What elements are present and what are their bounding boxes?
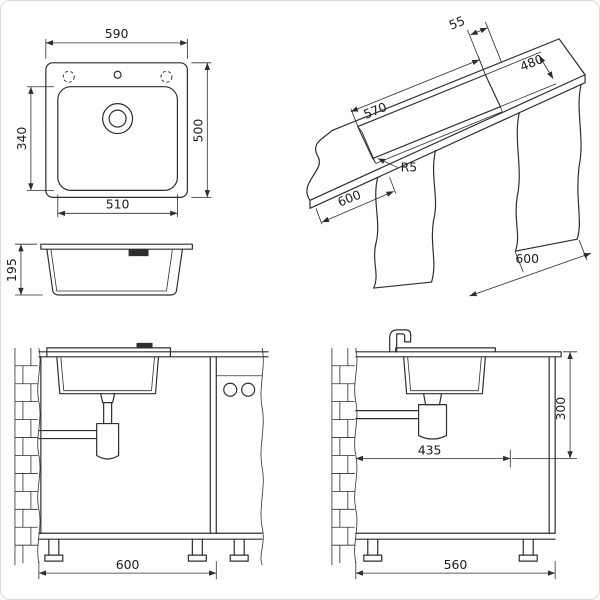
leg-foot-2 bbox=[187, 554, 207, 562]
ext-lines-480 bbox=[485, 51, 557, 108]
tap-hole bbox=[113, 70, 122, 79]
cutout-inner-edges bbox=[357, 106, 503, 164]
dim-600-right-label: 600 bbox=[515, 251, 539, 266]
sink-rim-side bbox=[395, 347, 496, 353]
dim-435-label: 435 bbox=[418, 442, 442, 457]
vent-hole-2 bbox=[241, 382, 256, 397]
break-line-3 bbox=[514, 112, 520, 252]
cutout-iso-view: 570 55 480 R5 600 600 bbox=[306, 13, 592, 297]
wall-break-edge bbox=[37, 347, 41, 564]
cabinet-legs-side bbox=[367, 538, 534, 556]
faucet bbox=[389, 329, 412, 353]
front-install-view: 600 bbox=[14, 342, 269, 580]
drain-side bbox=[422, 393, 443, 406]
bowl-inner-front bbox=[60, 356, 155, 392]
dim-line-600-left bbox=[321, 190, 394, 223]
cabinet-base-side bbox=[355, 532, 556, 540]
brick-courses bbox=[331, 365, 355, 546]
ext-lines-195 bbox=[14, 243, 43, 296]
dim-340-label: 340 bbox=[14, 127, 29, 151]
ext-lines-600-left bbox=[315, 177, 397, 225]
cabinet-base-front bbox=[38, 532, 263, 540]
ext-lines-55 bbox=[467, 21, 502, 75]
drain-outer bbox=[102, 103, 134, 135]
leg-foot-3 bbox=[229, 554, 249, 562]
bowl-outer-side bbox=[403, 356, 486, 395]
dim-510-label: 510 bbox=[106, 196, 130, 211]
dim-line-600-right bbox=[469, 252, 592, 297]
dim-480-label: 480 bbox=[518, 51, 546, 74]
overflow-box bbox=[128, 249, 149, 257]
break-line-1 bbox=[373, 176, 379, 289]
dim-590-label: 590 bbox=[105, 26, 129, 41]
cabinet-sides-front bbox=[40, 356, 217, 534]
vent-hole-1 bbox=[223, 382, 238, 397]
dim-300-label: 300 bbox=[553, 397, 568, 421]
ext-lines-590 bbox=[45, 38, 188, 59]
tap-hole-cover bbox=[136, 342, 153, 348]
cabinet-legs-front bbox=[48, 538, 245, 556]
leg-foot-5 bbox=[518, 554, 538, 562]
countertop-front bbox=[38, 351, 269, 358]
waste-pipe-side bbox=[355, 410, 420, 420]
optional-hole-left bbox=[62, 70, 75, 83]
sink-outline bbox=[45, 62, 188, 198]
brick-courses bbox=[14, 365, 38, 546]
bottle-trap-front bbox=[96, 422, 120, 460]
dim-500-label: 500 bbox=[190, 119, 205, 143]
sink-rim bbox=[40, 243, 193, 250]
brick-joints bbox=[22, 347, 32, 564]
countertop-thickness bbox=[309, 74, 586, 209]
bowl-inner-wall bbox=[50, 249, 173, 292]
cabinet-bottom-right bbox=[514, 238, 578, 252]
dim-55-label: 55 bbox=[447, 13, 467, 33]
bowl-outer-wall bbox=[46, 248, 183, 296]
ext-lines-560 bbox=[355, 561, 556, 580]
wall-break-edge bbox=[354, 347, 358, 564]
dim-line-570 bbox=[350, 59, 480, 112]
waste-pipe-front bbox=[38, 429, 98, 440]
drain-inner bbox=[108, 109, 127, 128]
brick-wall-front bbox=[14, 347, 41, 566]
dim-560-label: 560 bbox=[444, 557, 468, 572]
cabinet-side-panel bbox=[548, 356, 556, 534]
dim-line-55 bbox=[470, 27, 488, 36]
dim-195-label: 195 bbox=[4, 258, 19, 282]
dim-570-label: 570 bbox=[361, 99, 389, 122]
brick-joints bbox=[339, 347, 349, 564]
bowl-outer-front bbox=[56, 356, 160, 395]
break-line-2 bbox=[430, 149, 437, 283]
dim-r5-label: R5 bbox=[401, 159, 418, 174]
radius-leader bbox=[377, 158, 398, 168]
dim-line-480 bbox=[538, 55, 554, 79]
brick-wall-side bbox=[331, 347, 358, 566]
break-line-4 bbox=[576, 84, 582, 240]
countertop-side bbox=[355, 351, 562, 358]
ext-lines-600-front bbox=[38, 561, 217, 580]
drain-tailpiece-front bbox=[100, 393, 116, 425]
cabinet-break-edge bbox=[260, 347, 264, 566]
optional-hole-right bbox=[160, 70, 173, 83]
top-view: 590 500 340 510 bbox=[14, 26, 212, 218]
section-view: 195 bbox=[4, 243, 193, 296]
cabinet-bottom-left bbox=[373, 281, 433, 289]
bottle-trap-side bbox=[418, 404, 448, 440]
leg-foot-4 bbox=[363, 554, 383, 562]
sink-bowl bbox=[57, 86, 179, 191]
bowl-inner-side bbox=[407, 356, 482, 392]
dim-600-front-label: 600 bbox=[116, 557, 140, 572]
leg-foot-1 bbox=[44, 554, 64, 562]
side-install-view: 300 435 560 bbox=[331, 329, 578, 580]
